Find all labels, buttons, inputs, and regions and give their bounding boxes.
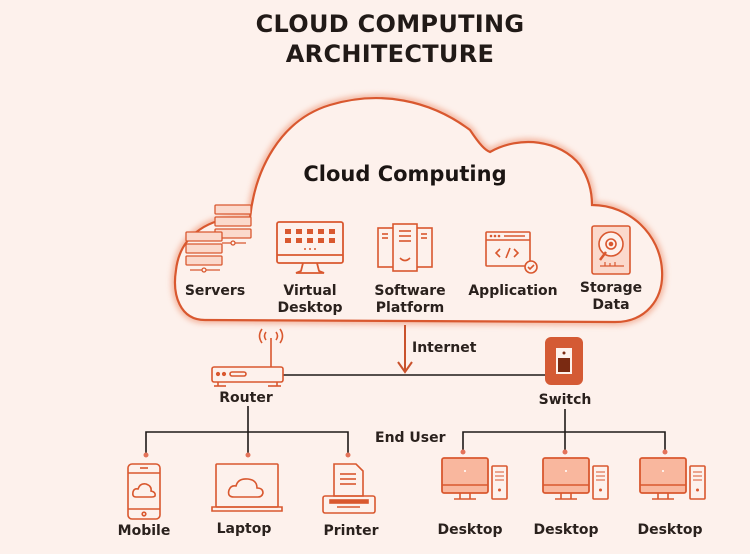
service-label-line: Platform bbox=[375, 300, 445, 316]
device-label-desktop: Desktop bbox=[637, 522, 703, 538]
device-label-printer: Printer bbox=[323, 523, 379, 539]
desktop-icon bbox=[441, 457, 508, 500]
device-label-mobile: Mobile bbox=[117, 523, 171, 539]
printer-icon bbox=[322, 463, 376, 514]
service-label-servers: Servers bbox=[184, 283, 246, 299]
switch-icon bbox=[545, 337, 583, 385]
connector-dots bbox=[143, 449, 668, 458]
cloud-title: Cloud Computing bbox=[303, 162, 507, 186]
service-label-storage-data: Storage Data bbox=[576, 280, 646, 314]
device-label-desktop: Desktop bbox=[533, 522, 599, 538]
mobile-icon bbox=[127, 463, 161, 520]
desktop-icon bbox=[639, 457, 706, 500]
service-label-software-platform: Software Platform bbox=[370, 283, 450, 317]
internet-label: Internet bbox=[412, 340, 477, 356]
servers-icon bbox=[185, 204, 252, 273]
service-label-line: Software bbox=[374, 283, 446, 299]
virtual-desktop-icon bbox=[276, 221, 344, 274]
router-label: Router bbox=[219, 390, 273, 406]
service-label-line: Storage bbox=[579, 280, 643, 296]
device-label-laptop: Laptop bbox=[216, 521, 272, 537]
service-label-line: Data bbox=[592, 297, 630, 313]
service-label-virtual-desktop: Virtual Desktop bbox=[275, 283, 345, 317]
laptop-icon bbox=[211, 463, 283, 512]
desktop-icon bbox=[542, 457, 609, 500]
switch-device-links bbox=[462, 409, 666, 452]
router-device-links bbox=[145, 406, 349, 455]
storage-data-icon bbox=[591, 225, 631, 275]
end-user-label: End User bbox=[375, 430, 446, 446]
software-platform-icon bbox=[377, 223, 433, 272]
switch-label: Switch bbox=[538, 392, 592, 408]
router-icon bbox=[211, 328, 284, 387]
service-label-line: Virtual bbox=[283, 283, 337, 299]
service-label-application: Application bbox=[468, 283, 558, 299]
device-label-desktop: Desktop bbox=[437, 522, 503, 538]
diagram-title-line-2: ARCHITECTURE bbox=[285, 40, 495, 68]
diagram-title-line-1: CLOUD COMPUTING bbox=[255, 10, 525, 38]
service-label-line: Desktop bbox=[277, 300, 343, 316]
internet-arrow bbox=[397, 325, 413, 374]
cloud-shape bbox=[171, 94, 666, 326]
application-icon bbox=[485, 231, 538, 274]
